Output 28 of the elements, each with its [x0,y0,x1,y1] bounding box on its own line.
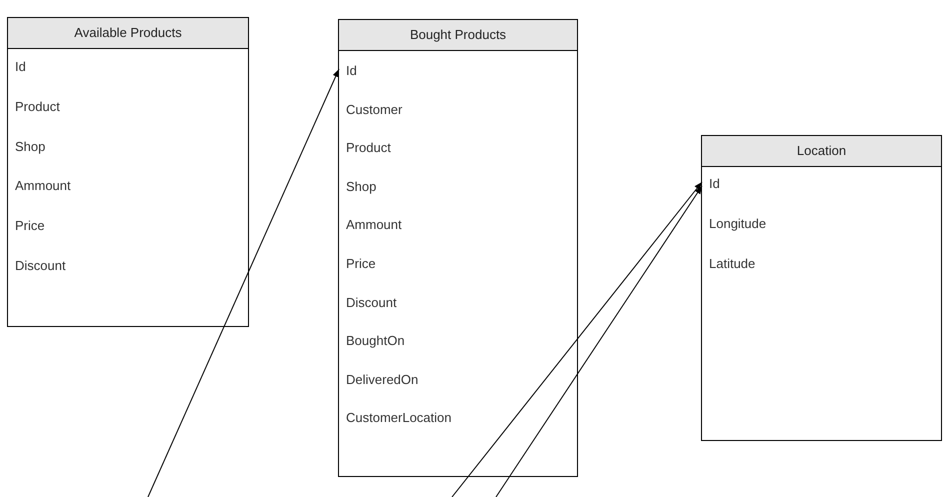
field-name: Discount [339,292,397,314]
field-name: Ammount [8,175,71,198]
table-header: Location [702,136,941,167]
field-name: Product [339,137,391,160]
field-name: DeliveredOn [339,368,418,391]
table-card [338,19,578,477]
field-name: Ammount [339,214,402,236]
arrow [148,68,340,497]
arrow [496,186,702,497]
field-name: Longitude [702,213,766,235]
field-name: Shop [339,176,376,198]
field-name: Price [8,215,45,238]
field-name: Customer [339,98,402,121]
field-name: Id [702,173,720,195]
field-name: BoughtOn [339,330,405,352]
table-card [7,17,249,327]
field-name: CustomerLocation [339,407,452,430]
field-name: Discount [8,255,66,277]
field-name: Id [8,56,26,78]
field-name: Id [339,60,357,82]
field-name: Product [8,96,60,118]
field-name: Latitude [702,253,756,275]
field-name: Shop [8,136,46,158]
arrow [452,182,702,497]
table-header: Bought Products [339,20,577,51]
table-card [701,135,942,441]
table-header: Available Products [8,18,248,49]
field-name: Price [339,253,376,275]
